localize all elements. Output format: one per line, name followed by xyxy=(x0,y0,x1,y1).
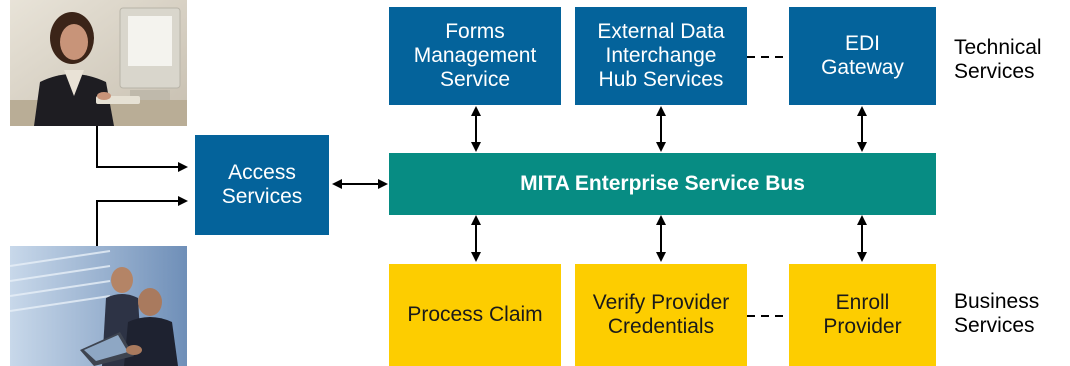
access-services-box[interactable]: Access Services xyxy=(195,135,329,235)
edi-gateway-box[interactable]: EDI Gateway xyxy=(789,7,936,105)
verify-provider-credentials-label: Verify Provider Credentials xyxy=(592,291,730,338)
mita-enterprise-service-bus[interactable]: MITA Enterprise Service Bus xyxy=(389,153,936,215)
business-services-label: Business Services xyxy=(954,290,1040,337)
forms-management-service-box[interactable]: Forms Management Service xyxy=(389,7,561,105)
enroll-provider-box[interactable]: Enroll Provider xyxy=(789,264,936,366)
process-claim-label: Process Claim xyxy=(407,303,543,326)
external-data-interchange-hub-services-box[interactable]: External Data Interchange Hub Services xyxy=(575,7,747,105)
access-services-label: Access Services xyxy=(221,161,303,208)
top-photo-connector xyxy=(96,126,188,172)
enroll-provider-label: Enroll Provider xyxy=(823,291,902,338)
process-claim-box[interactable]: Process Claim xyxy=(389,264,561,366)
technical-services-label: Technical Services xyxy=(954,36,1042,83)
edi-gateway-label: EDI Gateway xyxy=(821,32,904,79)
bottom-photo-connector xyxy=(96,196,188,246)
woman-at-computer-photo xyxy=(10,0,187,126)
businessmen-at-laptop-photo xyxy=(10,246,187,366)
mita-enterprise-service-bus-label: MITA Enterprise Service Bus xyxy=(520,172,805,195)
external-data-interchange-hub-services-label: External Data Interchange Hub Services xyxy=(597,20,725,91)
forms-management-service-label: Forms Management Service xyxy=(413,20,537,91)
verify-provider-credentials-box[interactable]: Verify Provider Credentials xyxy=(575,264,747,366)
